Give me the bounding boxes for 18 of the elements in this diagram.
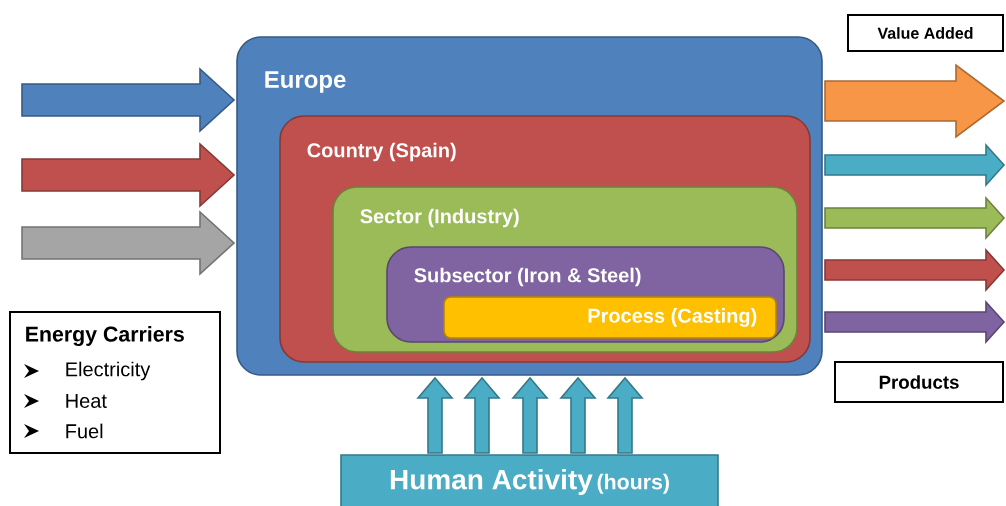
block-arrow bbox=[559, 376, 597, 454]
block-arrow bbox=[606, 376, 644, 454]
process-box: Process (Casting) bbox=[443, 296, 777, 339]
block-arrow bbox=[824, 63, 1006, 139]
block-arrow bbox=[824, 247, 1006, 293]
list-box: Energy Carriers Electricity Heat Fuel bbox=[9, 311, 221, 454]
block-arrow bbox=[21, 67, 236, 133]
block-arrow bbox=[21, 142, 236, 208]
block-arrow bbox=[511, 376, 549, 454]
block-arrow bbox=[21, 210, 236, 276]
block-arrow bbox=[824, 299, 1006, 345]
block-arrow bbox=[416, 376, 454, 454]
label-box: Value Added bbox=[847, 14, 1004, 52]
block-arrow bbox=[824, 142, 1006, 188]
activity-box: Human Activity (hours) bbox=[340, 454, 719, 506]
block-arrow bbox=[463, 376, 501, 454]
block-arrow bbox=[824, 195, 1006, 241]
label-box: Products bbox=[834, 361, 1004, 403]
